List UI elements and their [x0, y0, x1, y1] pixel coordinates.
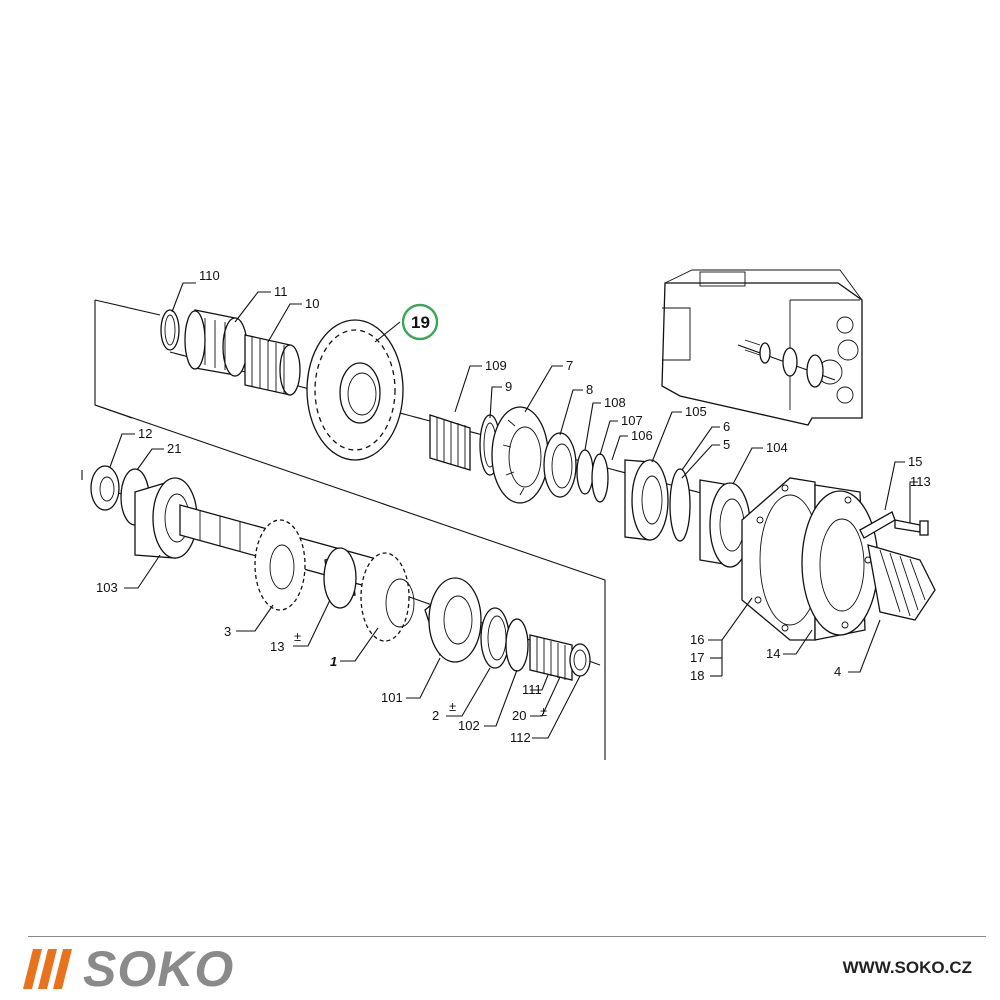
label-6: 6: [723, 419, 730, 434]
label-112: 112: [510, 730, 531, 745]
label-20: 20: [512, 708, 526, 723]
label-111: 111: [522, 682, 542, 697]
label-107: 107: [621, 413, 643, 428]
part-105-bearing: [624, 459, 669, 541]
part-11-sleeve: [184, 309, 248, 377]
part-2-ring: [480, 607, 510, 669]
label-17: 17: [690, 650, 704, 665]
label-111-pm: ±: [540, 704, 547, 719]
label-11: 11: [274, 284, 288, 299]
label-15: 15: [908, 454, 922, 469]
part-7-synchro-hub: [491, 406, 549, 504]
part-8-ring: [543, 432, 577, 498]
label-21: 21: [167, 441, 181, 456]
label-109: 109: [485, 358, 507, 373]
label-2: 2: [432, 708, 439, 723]
footer-divider: [28, 936, 986, 937]
part-12-washer: [90, 465, 120, 511]
label-19: 19: [411, 313, 430, 332]
website-link[interactable]: WWW.SOKO.CZ: [842, 958, 972, 977]
label-113: 113: [910, 474, 931, 489]
label-110: 110: [199, 268, 220, 283]
label-10: 10: [305, 296, 319, 311]
part-3-gear: [254, 519, 306, 611]
label-4: 4: [834, 664, 841, 679]
label-13-pm: ±: [294, 629, 301, 644]
logo-bar: [53, 949, 72, 989]
soko-logo[interactable]: SOKO: [23, 941, 235, 997]
part-10-needle-bearing: [244, 334, 301, 396]
label-5: 5: [723, 437, 730, 452]
part-102-circlip: [505, 618, 529, 672]
assembly-frame-lines: [81, 299, 606, 760]
label-102: 102: [458, 718, 480, 733]
part-4-bevel-pinion: [867, 544, 936, 621]
part-103-bearing: [134, 477, 198, 559]
part-109-needle-bearing: [429, 414, 471, 471]
label-104: 104: [766, 440, 788, 455]
label-16: 16: [690, 632, 704, 647]
label-3: 3: [224, 624, 231, 639]
part-113-bolt: [894, 519, 929, 536]
exploded-parts-diagram: 110 11 10 19 109 9 7 8 108 107 105 106 6…: [81, 268, 936, 760]
label-106: 106: [631, 428, 653, 443]
label-7: 7: [566, 358, 573, 373]
logo-bars-icon: [23, 949, 72, 989]
part-110-circlip: [160, 309, 180, 351]
label-103: 103: [96, 580, 118, 595]
label-14: 14: [766, 646, 780, 661]
label-9: 9: [505, 379, 512, 394]
label-1: 1: [330, 654, 337, 669]
label-108: 108: [604, 395, 626, 410]
part-112-ring: [569, 643, 591, 677]
part-111-needle-bearing: [529, 634, 573, 681]
gearbox-housing-thumbnail: [661, 269, 863, 426]
label-12: 12: [138, 426, 152, 441]
part-108-ring: [576, 449, 594, 495]
label-8: 8: [586, 382, 593, 397]
logo-text: SOKO: [83, 941, 235, 997]
part-labels: 110 11 10 19 109 9 7 8 108 107 105 106 6…: [96, 268, 931, 745]
part-19-gear: [306, 319, 404, 461]
part-101-bearing: [424, 577, 482, 663]
part-13-spacer: [323, 547, 357, 609]
leader-lines: [109, 282, 918, 739]
label-13: 13: [270, 639, 284, 654]
part-6-circlip: [669, 468, 691, 542]
label-18: 18: [690, 668, 704, 683]
label-105: 105: [685, 404, 707, 419]
part-1-gear: [360, 552, 415, 642]
part-107-ring: [591, 453, 609, 503]
label-101: 101: [381, 690, 403, 705]
label-2-pm: ±: [449, 699, 456, 714]
highlight-circle: [401, 303, 439, 341]
part-14-housing: [801, 484, 879, 641]
